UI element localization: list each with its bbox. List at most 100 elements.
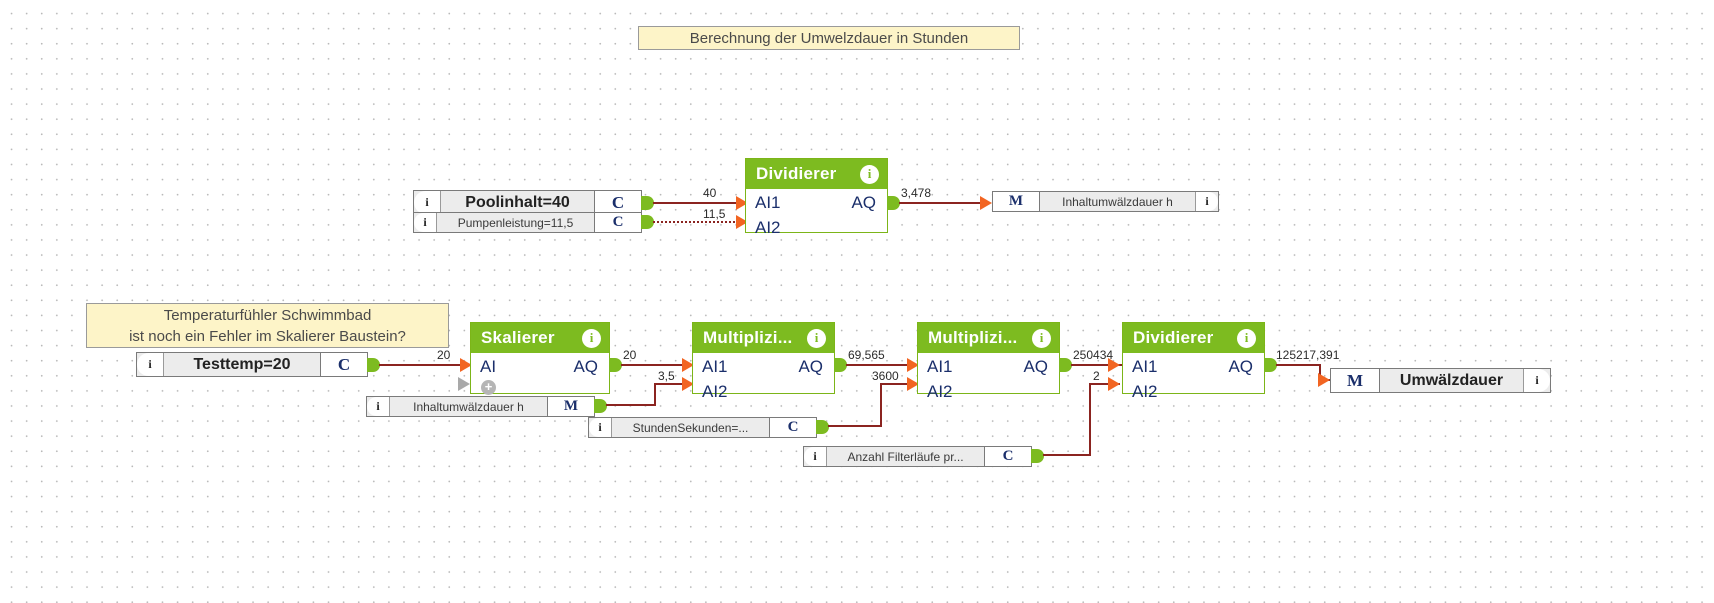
const-anzahl-filterlaeufe-output-pin[interactable] <box>1031 449 1044 463</box>
info-icon[interactable]: i <box>807 328 826 348</box>
skalierer-second-input-pin[interactable] <box>458 377 470 391</box>
block-skalierer[interactable]: Skalierer i AI AQ + <box>470 322 610 395</box>
block-multiplizierer-1-body: AI1 AI2 AQ <box>693 353 834 401</box>
div2-ai2-input-pin[interactable] <box>1108 377 1120 391</box>
block-dividierer-top-title: Dividierer <box>756 164 837 183</box>
skalierer-ai-input-pin[interactable] <box>460 358 472 372</box>
wire-testtemp-to-skalierer <box>379 364 467 366</box>
const-pumpenleistung-output-pin[interactable] <box>641 215 654 229</box>
value-mult2-in2: 3600 <box>872 369 899 383</box>
block-dividierer-top-header: Dividierer i <box>746 159 887 189</box>
pin-label-ai1: AI1 <box>927 357 953 376</box>
wire-flagm-to-mult1-seg1 <box>606 404 654 406</box>
wire-div1-to-flag <box>899 202 987 204</box>
wire-div2-to-umwaelzdauer-seg2 <box>1319 364 1321 381</box>
pin-label-ai2: AI2 <box>927 382 953 401</box>
pin-label-ai1: AI1 <box>1132 357 1158 376</box>
flag-inhaltumwaelzdauer-bottom-label: Inhaltumwälzdauer h <box>413 399 524 414</box>
flag-inhaltumwaelzdauer-bottom-output-pin[interactable] <box>594 399 607 413</box>
wire-stdsek-to-mult2-seg1 <box>828 425 880 427</box>
block-skalierer-header: Skalierer i <box>471 323 609 353</box>
div1-aq-output-pin[interactable] <box>887 196 900 210</box>
mult1-aq-output-pin[interactable] <box>834 358 847 372</box>
block-multiplizierer-2[interactable]: Multiplizi... i AI1 AI2 AQ <box>917 322 1060 401</box>
block-multiplizierer-1-header: Multiplizi... i <box>693 323 834 353</box>
mult1-ai1-input-pin[interactable] <box>682 358 694 372</box>
flag-inhaltumwaelzdauer-label: Inhaltumwälzdauer h <box>1062 194 1173 209</box>
info-icon[interactable]: i <box>1195 192 1218 211</box>
value-div2-out: 125217,391 <box>1276 348 1340 362</box>
const-poolinhalt[interactable]: i Poolinhalt=40 C <box>413 190 642 215</box>
title-comment-text: Berechnung der Umwelzdauer in Stunden <box>689 29 969 47</box>
div2-aq-output-pin[interactable] <box>1264 358 1277 372</box>
flag-inhaltumwaelzdauer-input-pin[interactable] <box>980 196 992 210</box>
const-anzahl-filterlaeufe[interactable]: i Anzahl Filterläufe pr... C <box>803 446 1032 467</box>
const-poolinhalt-output-pin[interactable] <box>641 196 654 210</box>
pin-label-aq: AQ <box>1023 357 1048 376</box>
const-stundensekunden[interactable]: i StundenSekunden=... C <box>588 417 817 438</box>
value-div1-in2: 11,5 <box>703 207 726 221</box>
value-mult2-in1: 69,565 <box>848 348 885 362</box>
info-icon[interactable]: i <box>414 213 437 232</box>
const-stundensekunden-output-pin[interactable] <box>816 420 829 434</box>
info-icon[interactable]: i <box>414 191 441 214</box>
block-dividierer-bottom[interactable]: Dividierer i AI1 AI2 AQ <box>1122 322 1265 401</box>
info-icon[interactable]: i <box>582 328 601 348</box>
const-stundensekunden-label: StundenSekunden=... <box>632 420 749 435</box>
note-comment-line2: ist noch ein Fehler im Skalierer Baustei… <box>129 327 406 345</box>
pin-label-aq: AQ <box>573 357 598 376</box>
value-div2-in1: 250434 <box>1073 348 1114 362</box>
value-div1-in1: 40 <box>703 186 717 200</box>
flag-umwaelzdauer-input-pin[interactable] <box>1318 373 1330 387</box>
info-icon[interactable]: i <box>589 418 612 437</box>
mult2-ai2-input-pin[interactable] <box>907 377 919 391</box>
info-icon[interactable]: i <box>367 397 390 416</box>
const-pumpenleistung-type: C <box>594 213 641 232</box>
mult2-ai1-input-pin[interactable] <box>907 358 919 372</box>
pin-label-ai2: AI2 <box>755 218 781 237</box>
flag-umwaelzdauer-label: Umwälzdauer <box>1399 371 1504 389</box>
block-skalierer-body: AI AQ + <box>471 353 609 395</box>
flag-type-m: M <box>993 192 1040 211</box>
wire-poolinhalt-to-div1-ai1 <box>653 202 743 204</box>
div2-ai1-input-pin[interactable] <box>1108 358 1120 372</box>
flag-inhaltumwaelzdauer-bottom[interactable]: i Inhaltumwälzdauer h M <box>366 396 595 417</box>
flag-umwaelzdauer-type: M <box>1331 369 1380 392</box>
const-anzahl-filterlaeufe-label: Anzahl Filterläufe pr... <box>847 449 964 464</box>
info-icon[interactable]: i <box>860 164 879 184</box>
block-dividierer-bottom-body: AI1 AI2 AQ <box>1123 353 1264 401</box>
pin-label-aq: AQ <box>1228 357 1253 376</box>
mult1-ai2-input-pin[interactable] <box>682 377 694 391</box>
block-multiplizierer-2-body: AI1 AI2 AQ <box>918 353 1059 401</box>
block-dividierer-top-body: AI1 AI2 AQ <box>746 189 887 237</box>
pin-label-ai1: AI1 <box>755 193 781 212</box>
const-poolinhalt-type: C <box>594 191 641 214</box>
info-icon[interactable]: i <box>137 353 164 376</box>
note-comment-box[interactable]: Temperaturfühler Schwimmbad ist noch ein… <box>86 303 449 348</box>
skalierer-aq-output-pin[interactable] <box>609 358 622 372</box>
const-testtemp-output-pin[interactable] <box>367 358 380 372</box>
flag-inhaltumwaelzdauer-top[interactable]: M Inhaltumwälzdauer h i <box>992 191 1219 212</box>
wire-filterlaeufe-to-div2-seg2 <box>1089 383 1091 456</box>
info-icon[interactable]: i <box>1523 369 1550 392</box>
const-poolinhalt-label: Poolinhalt=40 <box>465 193 570 211</box>
pin-label-ai2: AI2 <box>1132 382 1158 401</box>
block-dividierer-top[interactable]: Dividierer i AI1 AI2 AQ <box>745 158 888 237</box>
flag-umwaelzdauer[interactable]: M Umwälzdauer i <box>1330 368 1551 393</box>
block-multiplizierer-1-title: Multiplizi... <box>703 328 793 347</box>
info-icon[interactable]: i <box>1237 328 1256 348</box>
const-testtemp[interactable]: i Testtemp=20 C <box>136 352 368 377</box>
info-icon[interactable]: i <box>1032 328 1051 348</box>
const-anzahl-filterlaeufe-type: C <box>984 447 1031 466</box>
block-multiplizierer-2-header: Multiplizi... i <box>918 323 1059 353</box>
const-stundensekunden-type: C <box>769 418 816 437</box>
plus-icon[interactable]: + <box>481 380 496 395</box>
title-comment-box[interactable]: Berechnung der Umwelzdauer in Stunden <box>638 26 1020 50</box>
const-pumpenleistung[interactable]: i Pumpenleistung=11,5 C <box>413 212 642 233</box>
wire-filterlaeufe-to-div2-seg1 <box>1043 454 1089 456</box>
block-multiplizierer-1[interactable]: Multiplizi... i AI1 AI2 AQ <box>692 322 835 401</box>
info-icon[interactable]: i <box>804 447 827 466</box>
pin-label-ai2: AI2 <box>702 382 728 401</box>
mult2-aq-output-pin[interactable] <box>1059 358 1072 372</box>
